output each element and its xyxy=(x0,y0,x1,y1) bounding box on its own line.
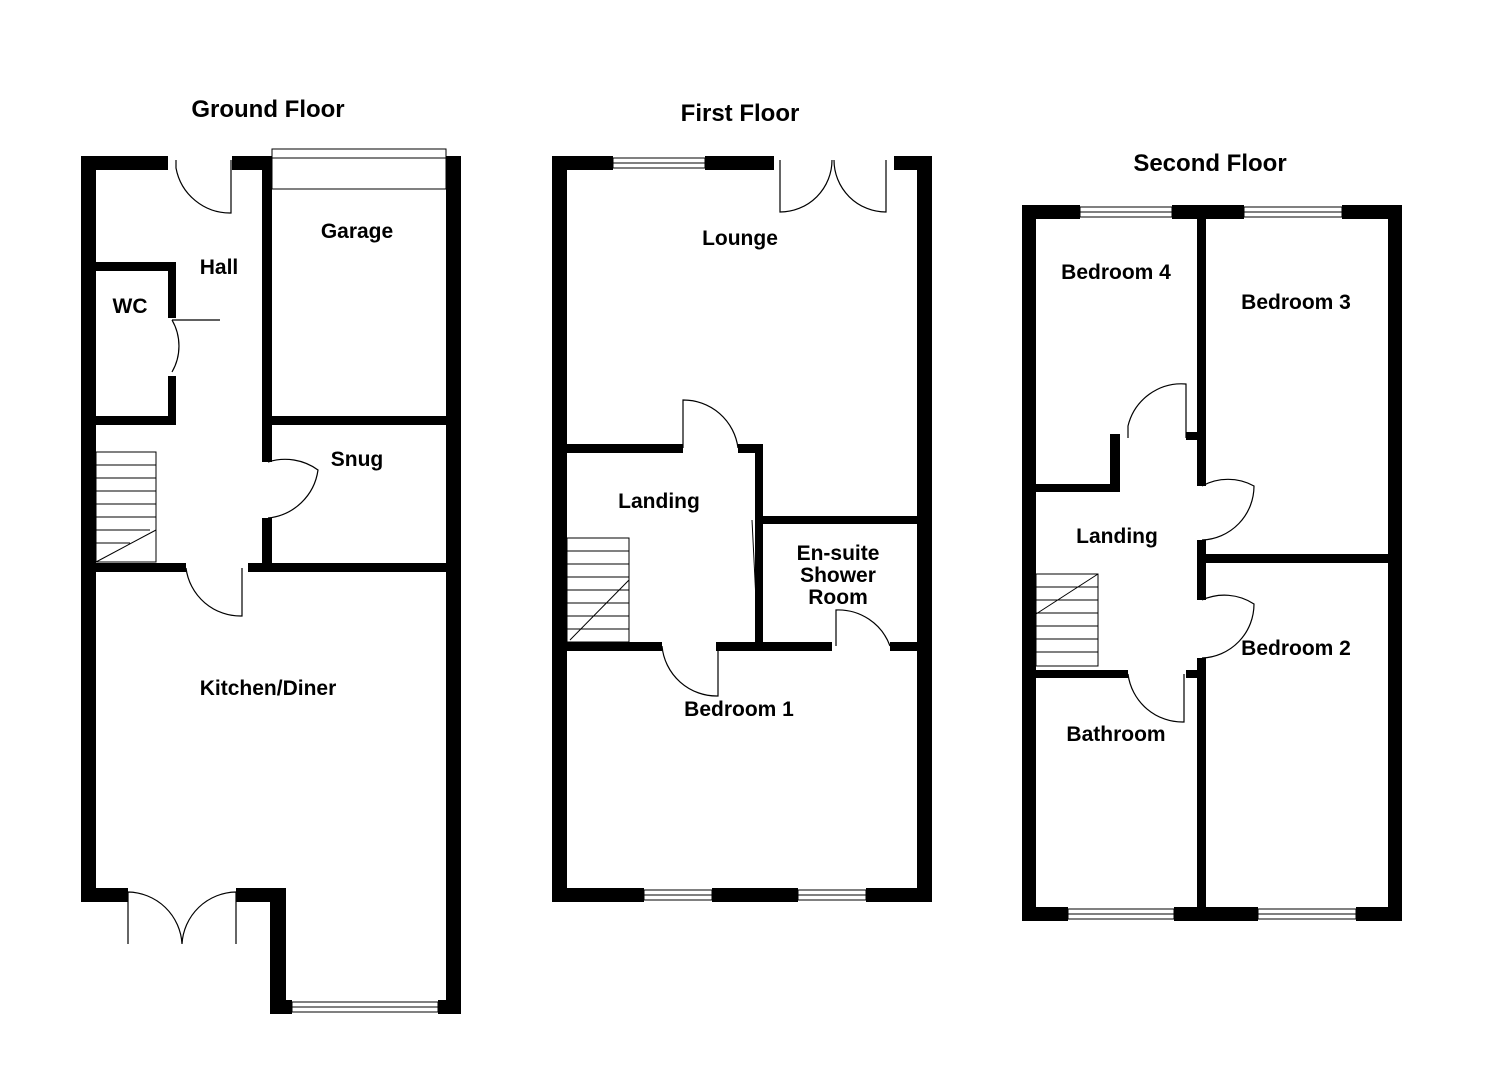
room-label-landing-second: Landing xyxy=(1076,525,1158,548)
room-label-ensuite-line2: Shower xyxy=(800,564,876,587)
room-label-hall: Hall xyxy=(200,256,239,279)
room-label-snug: Snug xyxy=(331,448,384,471)
ground-floor-title: Ground Floor xyxy=(191,96,344,123)
room-label-garage: Garage xyxy=(321,220,393,243)
room-label-ensuite-line3: Room xyxy=(808,586,868,609)
room-label-bedroom-2: Bedroom 2 xyxy=(1241,637,1351,660)
room-label-lounge: Lounge xyxy=(702,227,778,250)
room-label-wc: WC xyxy=(113,295,148,318)
first-floor-plan: First Floor xyxy=(552,100,932,902)
room-label-bedroom-3: Bedroom 3 xyxy=(1241,291,1351,314)
room-label-kitchen-diner: Kitchen/Diner xyxy=(200,677,337,700)
ground-floor-plan: Ground Floor xyxy=(81,96,461,1014)
room-label-bedroom-1: Bedroom 1 xyxy=(684,698,794,721)
room-label-bedroom-4: Bedroom 4 xyxy=(1061,261,1171,284)
room-label-landing: Landing xyxy=(618,490,700,513)
room-label-ensuite-line1: En-suite xyxy=(797,542,880,565)
room-label-bathroom: Bathroom xyxy=(1066,723,1165,746)
second-floor-plan: Second Floor xyxy=(1022,150,1402,921)
first-floor-title: First Floor xyxy=(681,100,800,127)
second-floor-title: Second Floor xyxy=(1133,150,1286,177)
